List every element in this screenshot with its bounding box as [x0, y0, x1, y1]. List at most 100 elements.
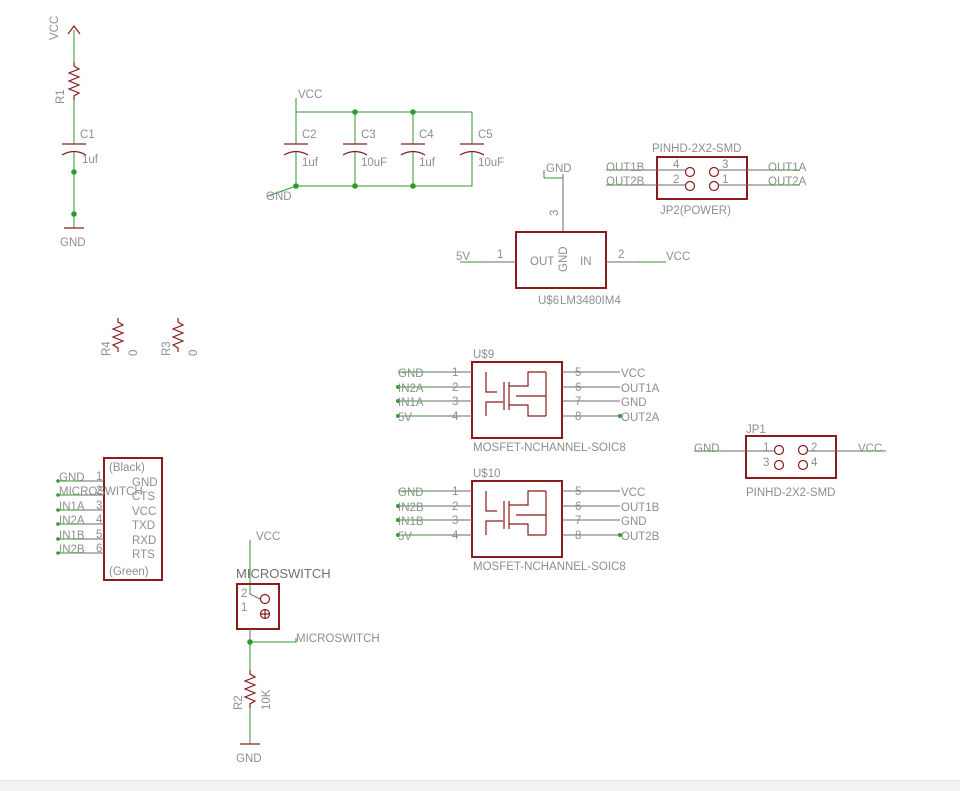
reg-gnd-net: GND	[546, 163, 572, 175]
r4-value: 0	[128, 350, 140, 356]
ftdi-pin-2: 2	[96, 485, 102, 497]
u10-pin-8: 8	[575, 530, 581, 542]
ms-pin-2: 2	[241, 588, 247, 600]
c3-value: 10uF	[361, 157, 387, 169]
ftdi-net-6: IN2B	[59, 544, 85, 556]
vcc-label: VCC	[49, 16, 61, 40]
u10-pin-6: 6	[575, 501, 581, 513]
u9-pin-7: 7	[575, 396, 581, 408]
gnd-label-left: GND	[60, 237, 86, 249]
ftdi-signal-6: RTS	[132, 549, 155, 561]
reg-out-label: OUT	[530, 256, 554, 268]
jp2-part: PINHD-2X2-SMD	[652, 143, 741, 155]
capacitor-c3[interactable]: C3 10uF	[342, 129, 387, 169]
microswitch-block[interactable]: VCC MICROSWITCH 2 1 MICROSWITCH R2 10K G…	[233, 531, 380, 765]
u10-pin-4: 4	[452, 530, 459, 542]
u9-pin-5: 5	[575, 367, 581, 379]
ms-net-label: MICROSWITCH	[296, 633, 380, 645]
ftdi-signal-4: TXD	[132, 520, 155, 532]
jp1-pin-4: 4	[811, 457, 818, 469]
microswitch-title: MICROSWITCH	[236, 566, 331, 581]
jp2-net-out1a: OUT1A	[768, 162, 807, 174]
reg-gnd-label: GND	[558, 246, 570, 272]
c5-label: C5	[478, 129, 493, 141]
capacitor-c4[interactable]: C4 1uf	[400, 129, 436, 169]
u10-net-l4: 5V	[398, 531, 412, 543]
jp1-pin-2: 2	[811, 442, 817, 454]
capacitor-c2[interactable]: C2 1uf	[283, 129, 319, 169]
r2-value: 10K	[261, 689, 273, 710]
c2-label: C2	[302, 129, 317, 141]
u9-part: MOSFET-NCHANNEL-SOIC8	[473, 442, 626, 454]
jp1-name: JP1	[746, 424, 766, 436]
u10-pin-5: 5	[575, 486, 581, 498]
u9-net-l1: GND	[398, 368, 424, 380]
mosfet-u10[interactable]: U$10 GND IN2B IN1B 5V 1 2 3 4 5 6 7 8 VC…	[396, 468, 660, 573]
u9-net-r2: OUT1A	[621, 383, 660, 395]
reg-part: LM3480IM4	[560, 295, 621, 307]
reg-pin3: 3	[549, 210, 561, 216]
reg-pin1: 1	[497, 249, 503, 261]
capacitor-bank[interactable]: VCC GND C2 1uf C3 10uF C4 1uf	[266, 89, 504, 203]
ms-pin-1: 1	[241, 602, 247, 614]
r1-c1-chain[interactable]: VCC R1 C1 1uf GND	[49, 16, 99, 249]
u9-name: U$9	[473, 349, 494, 361]
jp2-pin-1: 1	[722, 174, 728, 186]
u10-pin-7: 7	[575, 515, 581, 527]
c1-value: 1uf	[82, 154, 99, 166]
r2-label: R2	[233, 695, 245, 710]
u9-pin-2: 2	[452, 382, 458, 394]
c3-label: C3	[361, 129, 376, 141]
capacitor-c5[interactable]: C5 10uF	[459, 129, 504, 169]
ftdi-net-1: GND	[59, 472, 85, 484]
resistor-r4[interactable]: R4 0	[101, 318, 140, 356]
jp2-net-out2a: OUT2A	[768, 176, 807, 188]
regulator-u6[interactable]: GND 3 OUT GND IN 1 5V 2 VCC U$6 LM3480IM…	[456, 163, 690, 307]
ms-vcc-net: VCC	[256, 531, 280, 543]
c4-label: C4	[419, 129, 434, 141]
u9-pin-4: 4	[452, 411, 459, 423]
reg-in-label: IN	[580, 256, 592, 268]
ftdi-header[interactable]: (Black) (Green) GND MICROSWITCH IN1A IN2…	[56, 457, 163, 581]
reg-vcc-net: VCC	[666, 251, 690, 263]
resistor-r3[interactable]: R3 0	[161, 318, 200, 356]
status-bar	[0, 780, 960, 791]
u10-part: MOSFET-NCHANNEL-SOIC8	[473, 561, 626, 573]
ftdi-pin-6: 6	[96, 543, 102, 555]
u9-net-r1: VCC	[621, 368, 645, 380]
u10-net-r1: VCC	[621, 487, 645, 499]
u9-net-l4: 5V	[398, 412, 412, 424]
header-jp2[interactable]: PINHD-2X2-SMD OUT1B OUT2B OUT1A OUT2A 4 …	[606, 143, 807, 217]
jp2-pin-2: 2	[673, 174, 679, 186]
u10-net-r3: GND	[621, 516, 647, 528]
r4-label: R4	[101, 341, 113, 356]
jp2-pin-3: 3	[722, 159, 728, 171]
cap-vcc-label: VCC	[298, 89, 322, 101]
ftdi-pin-1: 1	[96, 471, 102, 483]
header-jp1[interactable]: JP1 GND VCC 1 2 3 4 PINHD-2X2-SMD	[694, 424, 886, 499]
ftdi-net-2: MICROSWITCH	[59, 486, 143, 498]
jp2-net-out1b: OUT1B	[606, 162, 645, 174]
cap-gnd-label: GND	[266, 191, 292, 203]
ftdi-pin-3: 3	[96, 500, 102, 512]
jp1-vcc-net: VCC	[858, 443, 882, 455]
jp1-part: PINHD-2X2-SMD	[746, 487, 835, 499]
ftdi-net-5: IN1B	[59, 530, 85, 542]
ftdi-pin-5: 5	[96, 529, 102, 541]
jp1-gnd-net: GND	[694, 443, 720, 455]
u9-net-l3: IN1A	[398, 397, 424, 409]
u10-net-l1: GND	[398, 487, 424, 499]
r3-value: 0	[188, 350, 200, 356]
jp2-net-out2b: OUT2B	[606, 176, 645, 188]
reg-name: U$6	[538, 295, 559, 307]
jp1-pin-1: 1	[763, 442, 769, 454]
u9-pin-6: 6	[575, 382, 581, 394]
mosfet-u9[interactable]: U$9 GND IN2A IN1A 5V 1 2 3 4 5 6 7 8 VCC…	[396, 349, 660, 454]
u10-net-l3: IN1B	[398, 516, 424, 528]
ftdi-signal-2: CTS	[132, 491, 155, 503]
c4-value: 1uf	[419, 157, 436, 169]
u9-pin-3: 3	[452, 396, 458, 408]
ms-gnd-net: GND	[236, 753, 262, 765]
